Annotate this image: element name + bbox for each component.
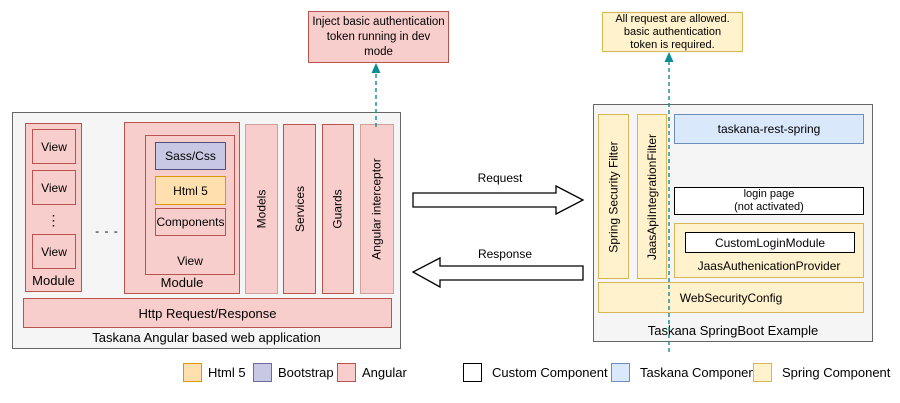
- html5-box: Html 5: [155, 176, 226, 205]
- legend-item-custom: Custom Component: [463, 363, 608, 382]
- bootstrap-swatch-icon: [253, 363, 272, 382]
- components-box: Components: [155, 208, 226, 236]
- jaas-authentication-provider-label: JaasAuthenicationProvider: [697, 259, 841, 273]
- module-2-box: Sass/Css Html 5 Components View Module: [124, 122, 240, 294]
- models-label: Models: [254, 189, 269, 229]
- auth-note-connector-arrowhead-icon: [664, 52, 674, 62]
- auth-required-note-line2: basic authentication: [623, 25, 722, 38]
- jaas-api-integration-filter-bar: JaasApiIntegrationFilter: [637, 114, 667, 279]
- legend-item-angular: Angular: [337, 363, 407, 382]
- view-label: View: [41, 139, 67, 154]
- view-box: View: [32, 129, 76, 164]
- dev-token-connector-arrowhead-icon: [371, 63, 381, 73]
- legend-item-taskana: Taskana Component: [611, 363, 759, 382]
- legend-item-bootstrap: Bootstrap: [253, 363, 334, 382]
- view-composite-label: View: [177, 254, 203, 268]
- legend-label: Spring Component: [782, 365, 891, 380]
- spring-component-swatch-icon: [753, 363, 772, 382]
- module-2-label: Module: [160, 275, 204, 290]
- dev-token-note-line1: Inject basic authentication: [312, 15, 445, 28]
- sass-css-label: Sass/Css: [165, 149, 216, 163]
- legend-label: Bootstrap: [278, 365, 334, 380]
- module-1-box: View View ⋮ View Module: [25, 123, 82, 292]
- module-1-label: Module: [32, 273, 75, 288]
- springboot-container: Spring Security Filter JaasApiIntegratio…: [593, 104, 873, 342]
- angular-interceptor-label: Angular interceptor: [370, 158, 385, 260]
- taskana-rest-spring-box: taskana-rest-spring: [674, 114, 864, 144]
- response-arrow-icon: [411, 256, 584, 289]
- spring-security-filter-label: Spring Security Filter: [606, 140, 621, 253]
- view-label: View: [41, 244, 67, 259]
- guards-label: Guards: [331, 189, 346, 229]
- login-page-line2: (not activated): [734, 201, 804, 213]
- modules-ellipsis-separator: - - -: [95, 224, 119, 238]
- html5-swatch-icon: [183, 363, 202, 382]
- view-box: View: [32, 234, 76, 269]
- legend-item-html5: Html 5: [183, 363, 246, 382]
- dev-token-note-line3: mode: [364, 45, 393, 58]
- taskana-component-swatch-icon: [611, 363, 630, 382]
- view-box: View: [32, 170, 76, 205]
- request-arrow-icon: [412, 184, 585, 216]
- dev-token-note-line2: token running in dev: [326, 30, 431, 43]
- web-security-config-label: WebSecurityConfig: [679, 290, 783, 305]
- login-page-box: login page (not activated): [674, 187, 864, 215]
- angular-swatch-icon: [337, 363, 356, 382]
- http-bar-label: Http Request/Response: [138, 305, 277, 321]
- models-bar: Models: [245, 124, 278, 294]
- components-label: Components: [156, 215, 225, 229]
- custom-login-module-label: CustomLoginModule: [714, 235, 826, 250]
- request-flow-label: Request: [477, 171, 523, 185]
- response-flow-label: Response: [477, 247, 533, 261]
- taskana-rest-spring-label: taskana-rest-spring: [717, 122, 821, 136]
- legend-label: Custom Component: [492, 365, 608, 380]
- legend-item-spring: Spring Component: [753, 363, 890, 382]
- services-label: Services: [292, 185, 307, 233]
- dev-token-note: Inject basic authentication token runnin…: [308, 11, 449, 63]
- jaas-authentication-provider-box: CustomLoginModule JaasAuthenicationProvi…: [674, 223, 864, 278]
- legend-label: Html 5: [208, 365, 246, 380]
- auth-required-note-line3: token is required.: [630, 38, 715, 51]
- html5-label: Html 5: [173, 183, 208, 198]
- custom-login-module-box: CustomLoginModule: [685, 232, 855, 253]
- view-label: View: [41, 180, 67, 195]
- auth-required-note: All request are allowed. basic authentic…: [602, 12, 743, 52]
- springboot-title: Taskana SpringBoot Example: [647, 323, 819, 338]
- angular-app-title: Taskana Angular based web application: [92, 330, 321, 345]
- spring-security-filter-bar: Spring Security Filter: [598, 114, 629, 279]
- angular-app-container: View View ⋮ View Module - - - Sass/Css H…: [12, 112, 401, 349]
- angular-interceptor-bar: Angular interceptor: [360, 124, 394, 294]
- guards-bar: Guards: [322, 124, 354, 294]
- auth-required-note-line1: All request are allowed.: [615, 12, 730, 25]
- login-page-line1: login page: [743, 188, 795, 200]
- jaas-api-integration-filter-label: JaasApiIntegrationFilter: [645, 133, 660, 260]
- vertical-ellipsis: ⋮: [46, 211, 61, 228]
- legend-label: Taskana Component: [640, 365, 760, 380]
- sass-css-box: Sass/Css: [155, 142, 226, 170]
- custom-component-swatch-icon: [463, 363, 482, 382]
- view-composite-box: Sass/Css Html 5 Components View: [145, 135, 235, 275]
- web-security-config-box: WebSecurityConfig: [598, 282, 864, 313]
- legend-label: Angular: [362, 365, 407, 380]
- http-request-response-bar: Http Request/Response: [23, 298, 392, 328]
- services-bar: Services: [283, 124, 316, 294]
